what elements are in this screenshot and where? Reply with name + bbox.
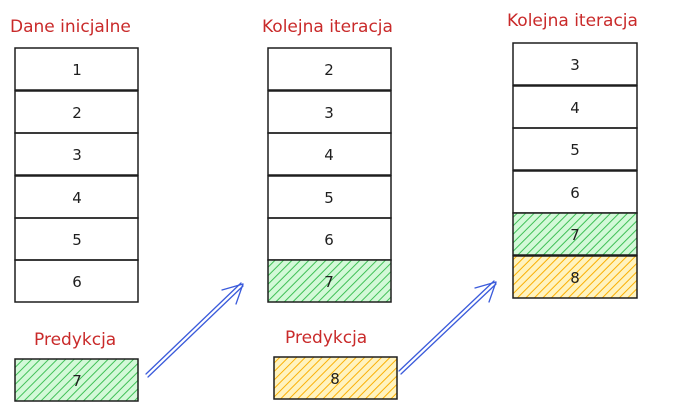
cell-box [267,259,392,303]
cell-label: 4 [570,99,580,117]
stack-cell: 2 [267,47,392,91]
cell-label: 2 [72,104,82,122]
cell-box [512,212,638,256]
stack-cell: 4 [14,175,139,219]
cell-box [267,47,392,91]
prediction-box [14,358,139,402]
cell-label: 4 [72,189,82,207]
cell-label: 5 [324,189,334,207]
stack-cell: 3 [267,90,392,134]
cell-box [512,127,638,171]
prediction-box-orange: 8 [273,356,398,400]
prediction-box-green: 7 [14,358,139,402]
column-title-next-iteration-2: Kolejna iteracja [507,11,638,31]
stack-cell: 5 [267,175,392,219]
cell-label: 3 [570,56,580,74]
prediction-title-1: Predykcja [34,330,116,350]
cell-label: 6 [324,231,334,249]
cell-box [14,132,139,176]
stack-cell: 6 [14,259,139,303]
stack-cell: 1 [14,47,139,91]
column-title-initial-data: Dane inicjalne [10,17,131,37]
stack-cell: 5 [512,127,638,171]
stack-cell: 5 [14,217,139,261]
stack-cell: 3 [14,132,139,176]
cell-label: 4 [324,146,334,164]
cell-box [512,42,638,86]
stack-cell: 6 [512,170,638,214]
column-title-next-iteration-1: Kolejna iteracja [262,17,393,37]
stack-cell-highlight-orange: 8 [512,255,638,299]
cell-label: 1 [72,61,82,79]
cell-box [14,259,139,303]
stack-cell: 3 [512,42,638,86]
cell-label: 7 [570,226,580,244]
stack-cell-highlight-green: 7 [267,259,392,303]
prediction-label: 7 [72,372,82,390]
stack-next-iteration-2: 3 4 5 6 7 8 [512,42,638,299]
arrow-to-next-iteration-2 [398,280,497,375]
cell-label: 2 [324,61,334,79]
cell-label: 8 [570,269,580,287]
stack-cell: 2 [14,90,139,134]
cell-label: 3 [72,146,82,164]
cell-label: 6 [72,273,82,291]
cell-label: 5 [72,231,82,249]
stack-cell: 4 [267,132,392,176]
arrow-to-next-iteration-1 [145,282,244,378]
stack-next-iteration-1: 2 3 4 5 6 7 [267,47,392,303]
cell-box [267,132,392,176]
cell-label: 3 [324,104,334,122]
cell-label: 6 [570,184,580,202]
prediction-box [273,356,398,400]
cell-box [512,255,638,299]
cell-label: 5 [570,141,580,159]
stack-cell: 6 [267,217,392,261]
stack-cell-highlight-green: 7 [512,212,638,256]
prediction-title-2: Predykcja [285,328,367,348]
prediction-label: 8 [330,370,340,388]
stack-initial-data: 1 2 3 4 5 6 [14,47,139,303]
stack-cell: 4 [512,85,638,129]
cell-label: 7 [324,273,334,291]
cell-box [14,47,139,91]
